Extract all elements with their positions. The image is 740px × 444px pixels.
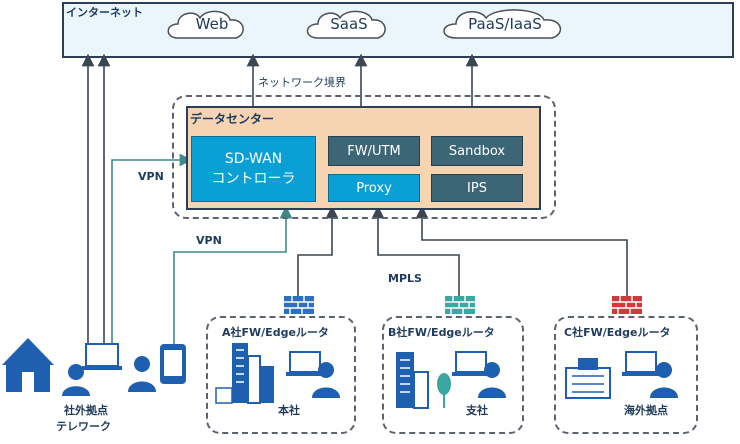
site-c-name: 海外拠点 [624,404,668,417]
datacenter-label: データセンター [190,112,275,126]
sandbox[interactable]: Sandbox [431,136,523,166]
site-c-router-label: C社FW/Edgeルータ [564,326,671,339]
teleworker-phone-icon [128,344,186,392]
service-web: Web [195,15,229,33]
mpls-line-c [415,205,628,296]
firewall-c-icon [612,296,642,314]
remote-label-line1: 社外拠点 [64,404,108,417]
branch-worker-icon [452,351,506,398]
site-b-router-label: B社FW/Edgeルータ [388,326,495,339]
mpls-line-b [371,205,460,296]
site-b [382,316,524,434]
firewall-b-icon [445,296,475,314]
vpn-line-top [111,153,193,350]
proxy[interactable]: Proxy [328,174,420,202]
hq-buildings-icon [215,343,274,404]
vpn-label-top: VPN [138,170,164,183]
site-a-router-label: A社FW/Edgeルータ [222,326,329,339]
hq-worker-icon [286,351,340,398]
fw-utm[interactable]: FW/UTM [328,136,420,166]
vpn-label-bottom: VPN [196,234,222,247]
teleworker-laptop-icon [62,343,122,396]
overseas-worker-icon [622,351,678,398]
mpls-line-a [297,205,339,296]
vpn-line-bottom [173,205,293,345]
firewall-a-icon [284,296,314,314]
network-boundary-label: ネットワーク境界 [256,74,348,90]
service-paas-iaas: PaaS/IaaS [468,15,542,33]
site-b-name: 支社 [466,404,488,417]
ips[interactable]: IPS [431,174,523,202]
service-saas: SaaS [330,15,368,33]
mpls-label: MPLS [388,272,422,285]
house-icon [2,338,54,392]
cloud-saas-icon [306,10,386,39]
network-boundary [172,95,556,219]
cloud-paas-icon [443,9,562,39]
site-a [206,316,356,434]
internet-label: インターネット [66,6,143,19]
remote-label-line2: テレワーク [56,420,111,433]
overseas-building-icon [565,358,611,399]
branch-buildings-icon [396,352,451,409]
sdwan-controller[interactable]: SD-WAN コントローラ [191,136,316,202]
site-a-name: 本社 [278,404,300,417]
cloud-web-icon [167,10,244,39]
site-c [554,316,698,434]
